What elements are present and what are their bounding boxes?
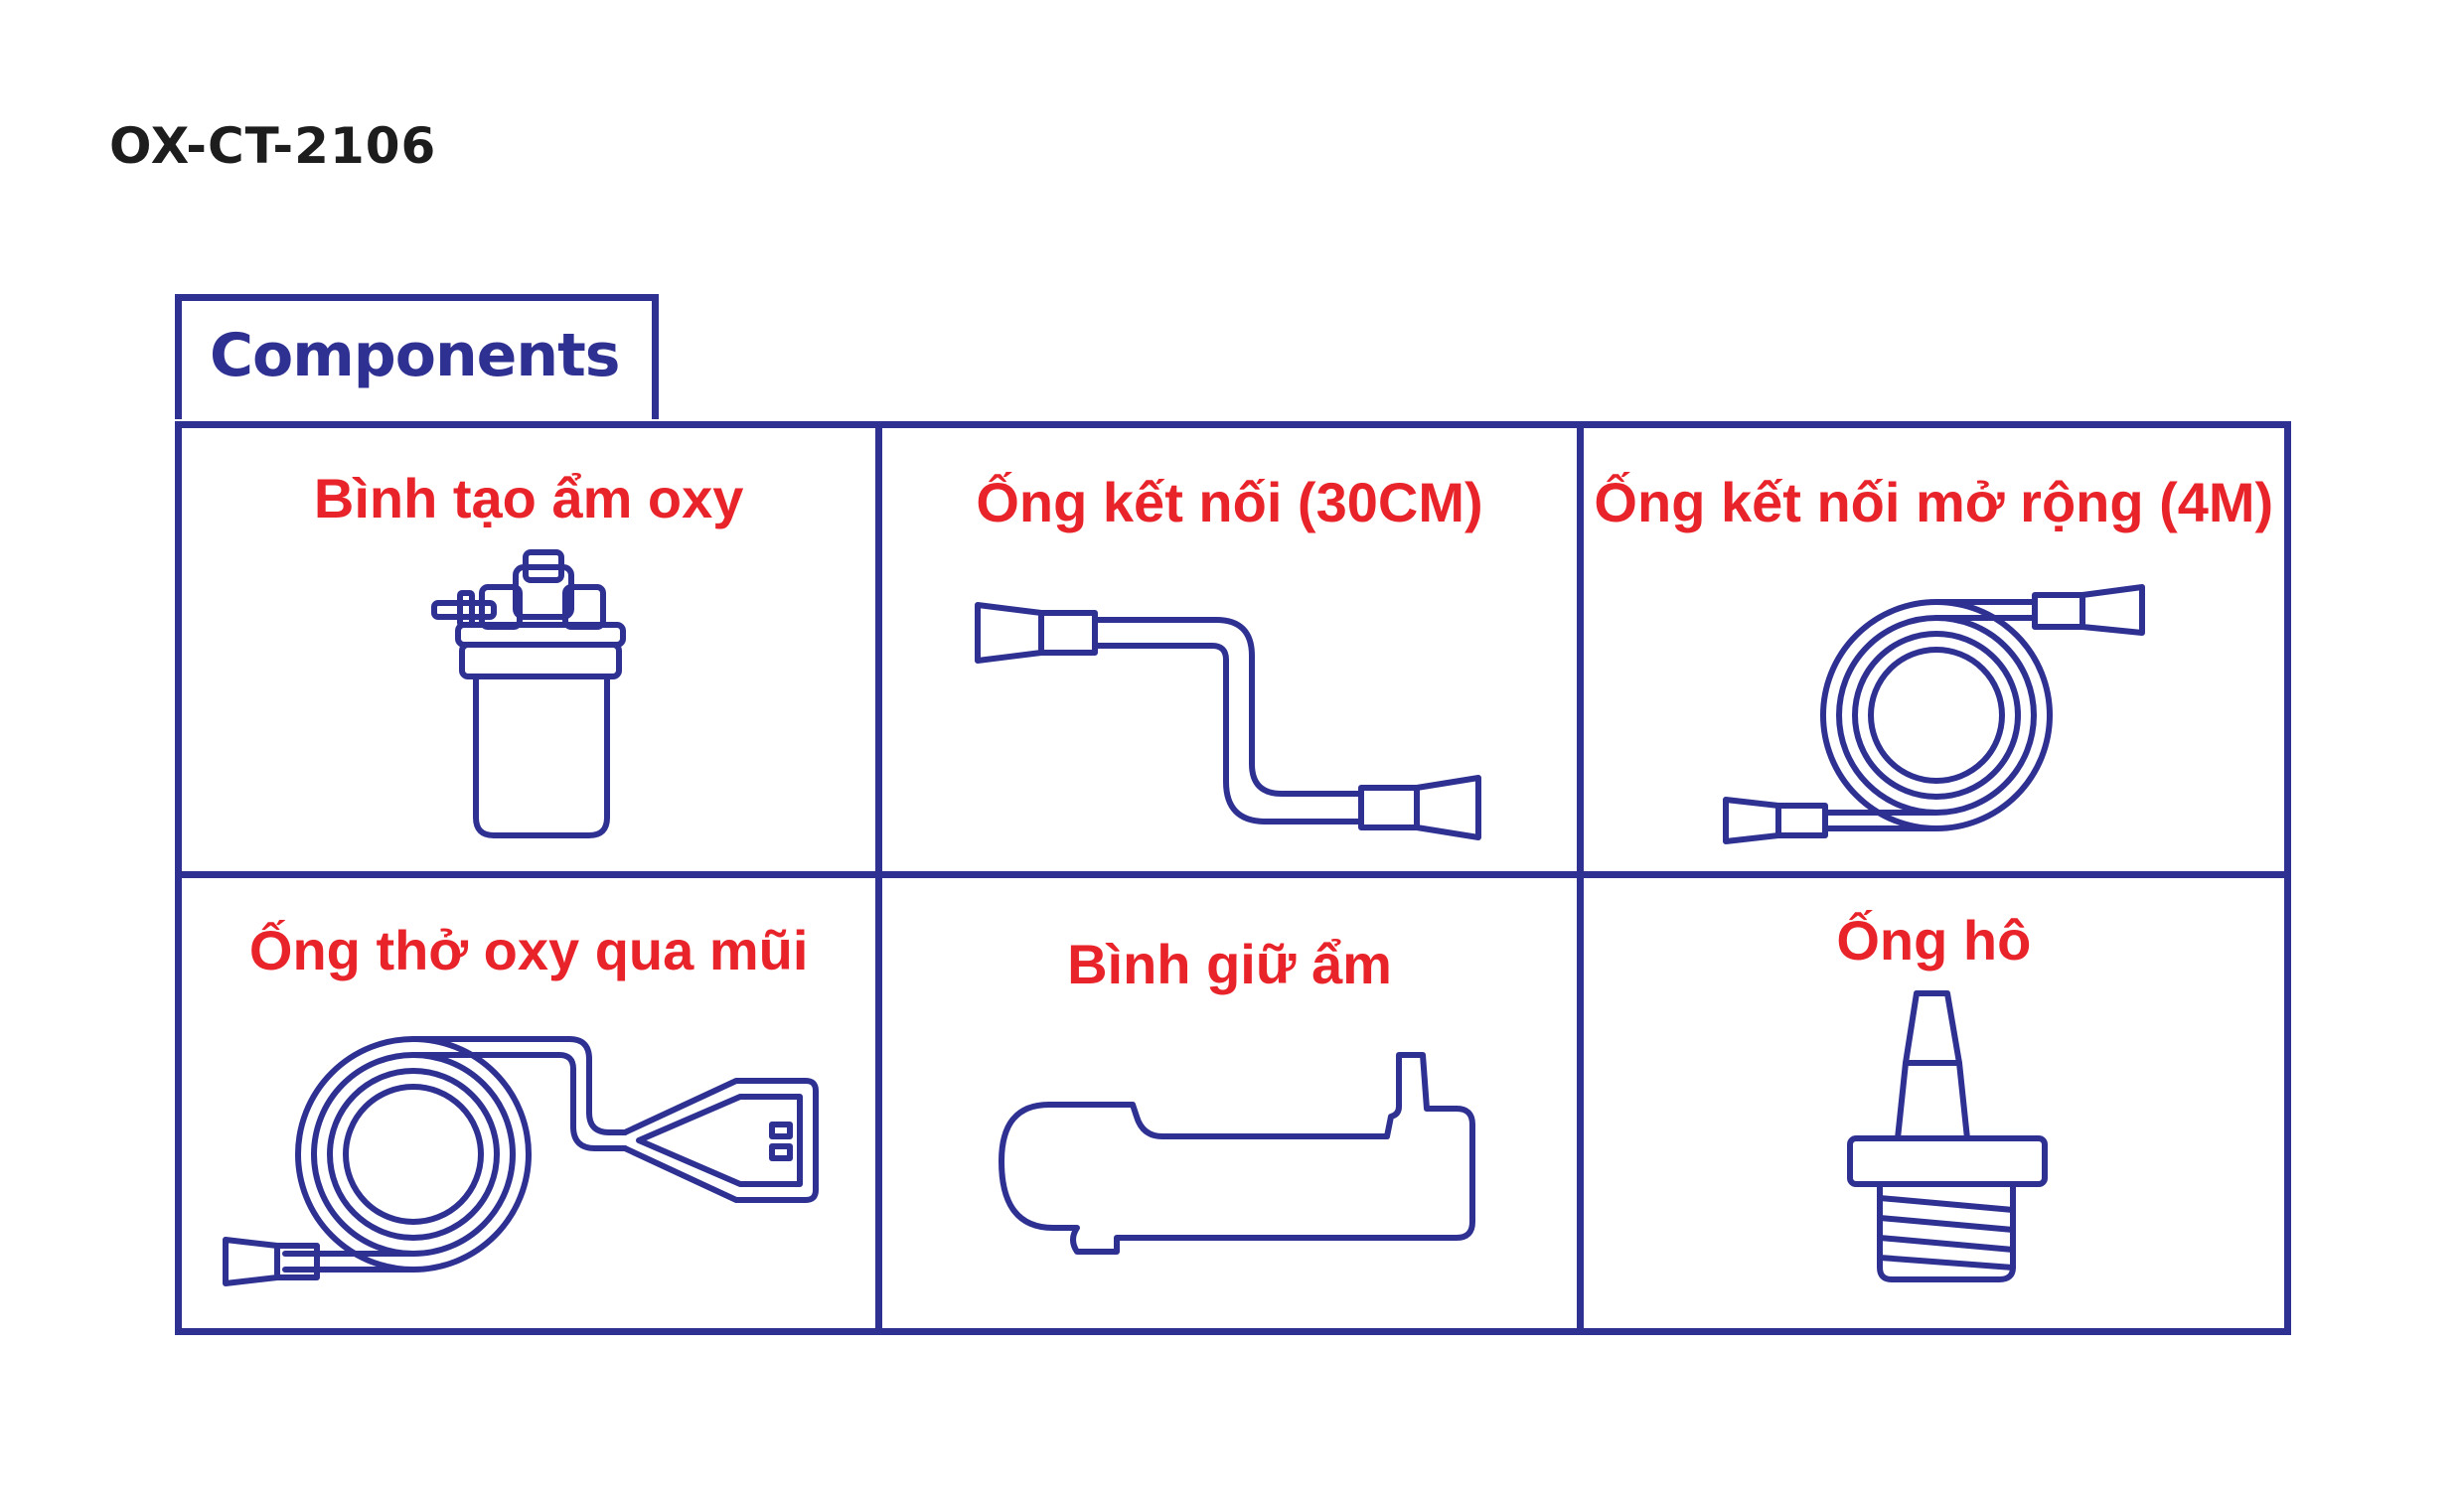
component-cell-humidifier-bottle: Bình tạo ẩm oxy (182, 428, 883, 878)
component-label: Ống thở oxy qua mũi (248, 919, 809, 981)
components-tab: Components (175, 294, 659, 419)
connecting-tube-icon (975, 602, 1482, 840)
component-label: Ống kết nối (30CM) (976, 471, 1483, 533)
product-code: OX-CT-2106 (109, 117, 437, 175)
components-title: Components (210, 321, 620, 390)
component-cell-nozzle: Ống hô (1584, 878, 2284, 1328)
nasal-cannula-icon (223, 1036, 819, 1286)
humidifier-holder-icon (999, 1052, 1476, 1255)
coiled-extension-tube-icon (1722, 584, 2145, 844)
component-cell-extension-tube: Ống kết nối mở rộng (4M) (1583, 428, 2284, 878)
humidifier-bottle-icon (431, 549, 626, 838)
component-cell-connecting-tube: Ống kết nối (30CM) (882, 428, 1584, 878)
component-cell-nasal-cannula: Ống thở oxy qua mũi (182, 878, 883, 1328)
component-label: Ống hô (1836, 909, 2032, 972)
component-label: Bình giữ ẩm (1067, 933, 1392, 995)
component-cell-humidifier-holder: Bình giữ ẩm (882, 878, 1584, 1328)
components-grid: Bình tạo ẩm oxy Ống kết nối (30CM) Ống k… (175, 421, 2291, 1335)
threaded-nozzle-icon (1846, 990, 2048, 1282)
component-label: Bình tạo ẩm oxy (313, 467, 744, 529)
component-label: Ống kết nối mở rộng (4M) (1594, 471, 2274, 533)
